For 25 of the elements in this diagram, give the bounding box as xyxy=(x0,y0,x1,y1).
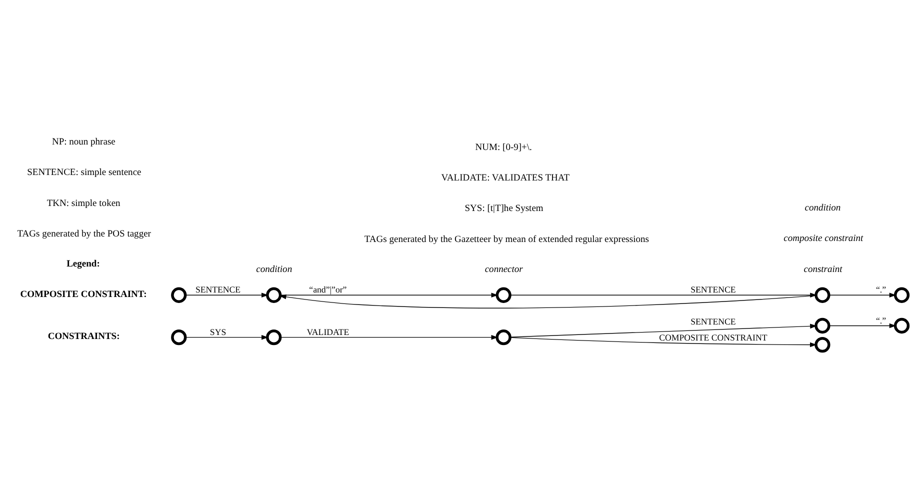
label: connector xyxy=(484,264,523,274)
edge-label: “.” xyxy=(876,314,886,325)
label: TKN: simple token xyxy=(46,198,120,208)
label: CONSTRAINTS: xyxy=(48,332,120,342)
label: SENTENCE: simple sentence xyxy=(27,168,142,178)
label: constraint xyxy=(804,264,842,274)
label: SYS: [t|T]he System xyxy=(464,204,544,214)
label: NP: noun phrase xyxy=(52,136,116,147)
label: composite constraint xyxy=(784,234,864,244)
edge-label: COMPOSITE CONSTRAINT xyxy=(659,332,768,342)
edge-label: VALIDATE xyxy=(306,326,350,336)
label: TAGs generated by the Gazetteer by mean of extended regular expressions xyxy=(364,234,649,244)
label: condition xyxy=(256,264,292,274)
label: NUM: [0-9]+\. xyxy=(475,142,532,152)
label: Legend: xyxy=(66,258,100,269)
edge-label: SENTENCE xyxy=(690,284,736,294)
edge-label: SYS xyxy=(210,326,226,336)
label: TAGs generated by the POS tagger xyxy=(17,228,151,239)
label: VALIDATE: VALIDATES THAT xyxy=(441,173,570,184)
edge-label: “and”|”or” xyxy=(309,284,347,294)
edge-label: SENTENCE xyxy=(690,316,736,326)
label: condition xyxy=(804,203,841,214)
label: COMPOSITE CONSTRAINT: xyxy=(20,289,147,300)
edge-label: SENTENCE xyxy=(195,284,241,294)
edge-label: “.” xyxy=(876,284,886,294)
